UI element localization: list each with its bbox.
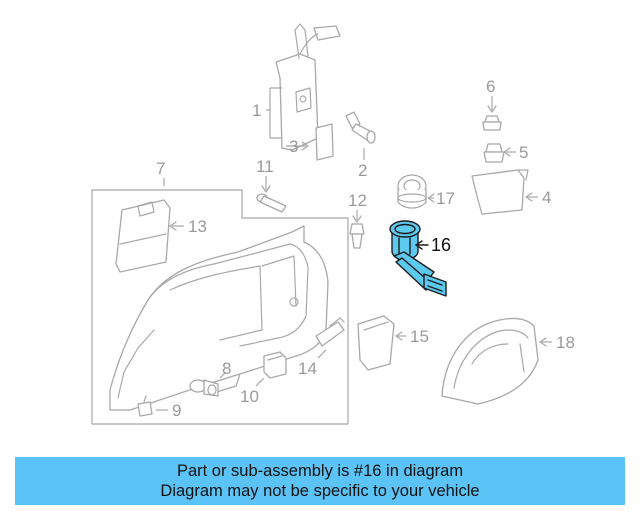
leader-14	[317, 349, 327, 359]
callout-15: 15	[410, 327, 429, 346]
part-9-clip[interactable]	[137, 395, 153, 417]
part-4-bracket[interactable]	[471, 169, 529, 215]
callout-12: 12	[348, 191, 367, 210]
arrow-11	[261, 185, 271, 193]
part-12-pin[interactable]	[349, 223, 365, 249]
callout-10: 10	[240, 387, 259, 406]
info-banner: Part or sub-assembly is #16 in diagram D…	[15, 457, 625, 505]
banner-line-2: Diagram may not be specific to your vehi…	[160, 482, 480, 500]
callout-8: 8	[222, 359, 231, 378]
arrow-18	[539, 337, 547, 347]
arrow-16	[415, 240, 423, 250]
frame-7	[91, 189, 349, 425]
callout-14: 14	[298, 359, 317, 378]
part-2-bolt[interactable]	[345, 111, 376, 144]
callout-17: 17	[436, 189, 455, 208]
arrow-3	[301, 141, 309, 151]
part-10-bracket[interactable]	[263, 351, 287, 379]
arrow-13	[169, 221, 177, 231]
callout-11: 11	[256, 157, 274, 176]
arrow-12	[352, 215, 362, 223]
arrow-5	[503, 147, 511, 157]
callout-3: 3	[289, 137, 298, 156]
callout-4: 4	[542, 188, 551, 207]
part-5-clip[interactable]	[483, 143, 505, 163]
callout-2: 2	[358, 161, 367, 180]
callout-9: 9	[172, 401, 181, 420]
part-14-hook[interactable]	[315, 317, 345, 347]
callout-1: 1	[252, 101, 261, 120]
part-3-clip[interactable]	[315, 123, 334, 161]
part-17-ring[interactable]	[397, 174, 427, 209]
part-16-highlighted-assembly[interactable]	[389, 220, 447, 297]
leader-10	[255, 377, 265, 387]
part-11-screw[interactable]	[256, 193, 287, 213]
banner-line-1: Part or sub-assembly is #16 in diagram	[176, 462, 464, 480]
callout-18: 18	[556, 333, 575, 352]
part-15-block[interactable]	[357, 315, 395, 371]
arrow-17	[427, 193, 435, 203]
parts-diagram: 1 3 2 6 5 4 17	[91, 23, 575, 425]
callout-16: 16	[431, 235, 451, 255]
arrow-6	[487, 105, 497, 113]
callout-13: 13	[188, 217, 207, 236]
part-8-grommet[interactable]	[189, 379, 219, 397]
callout-6: 6	[486, 77, 495, 96]
part-13-pad[interactable]	[115, 199, 171, 273]
arrow-15	[395, 331, 403, 341]
leader-1	[266, 87, 282, 139]
part-6-screw[interactable]	[482, 115, 502, 131]
callout-7: 7	[156, 159, 165, 178]
arrow-4	[525, 192, 533, 202]
leader-8	[219, 371, 227, 379]
callout-5: 5	[519, 143, 528, 162]
part-18-wheel-house[interactable]	[441, 317, 539, 405]
